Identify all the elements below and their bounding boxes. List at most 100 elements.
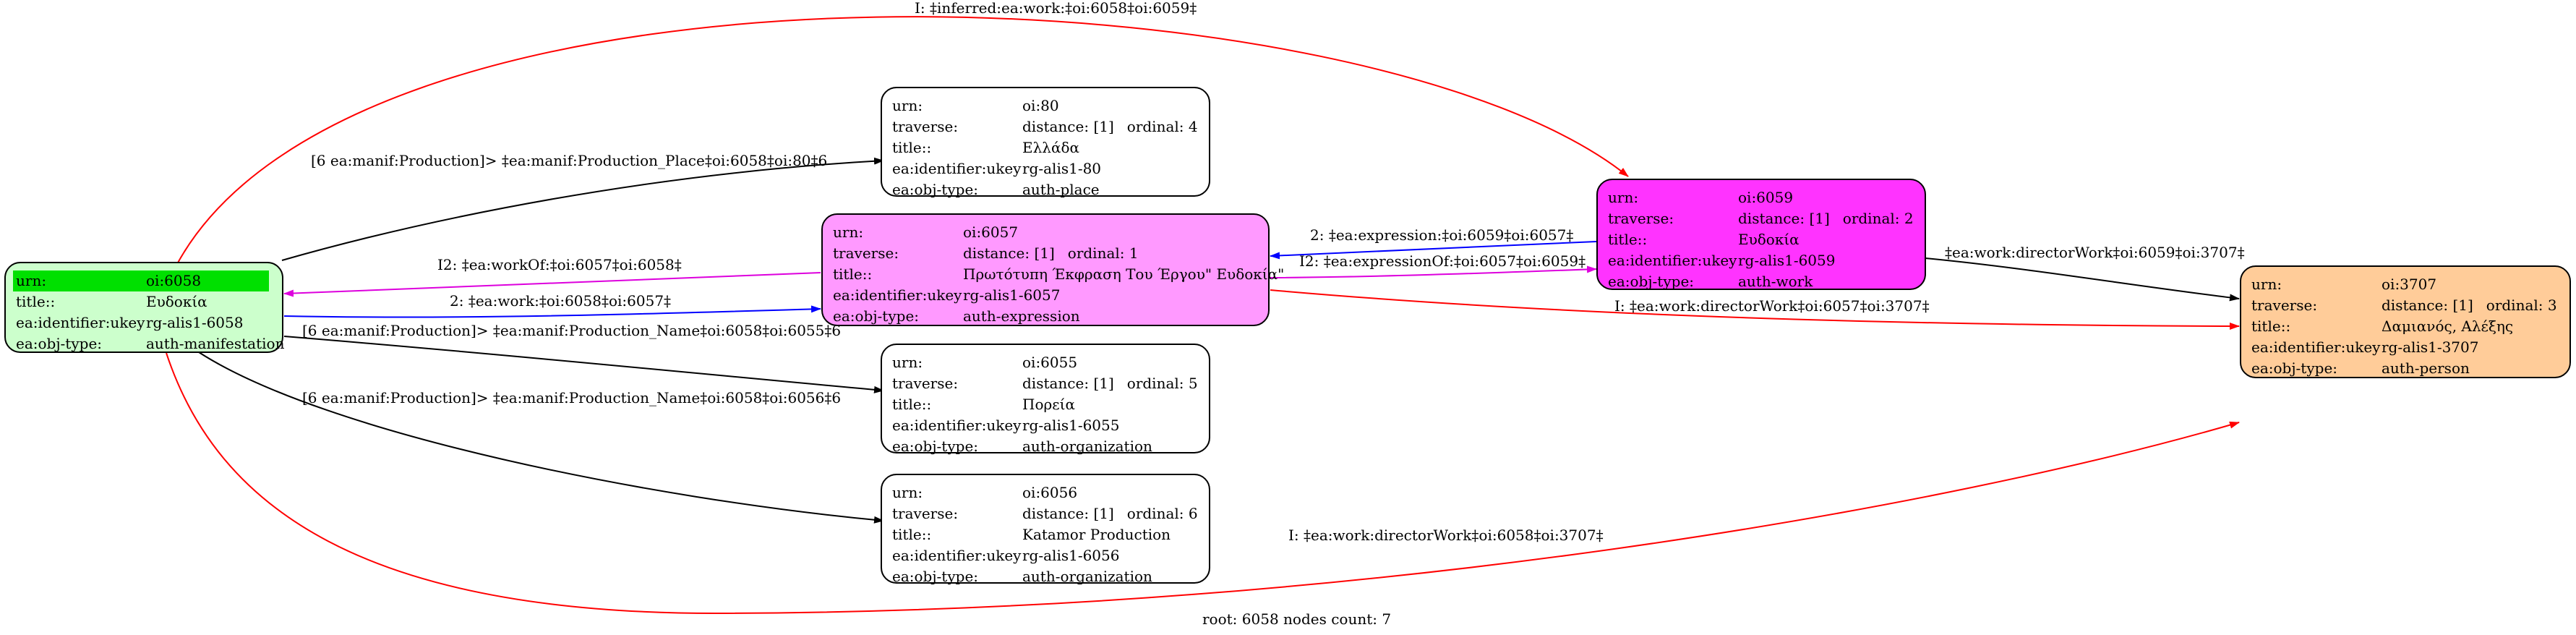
value-title: Ευδοκία <box>1738 231 1800 248</box>
node-80[interactable]: urn:oi:80 traverse:distance: [1]ordinal:… <box>881 87 1210 198</box>
key-urn: urn: <box>1608 189 1639 206</box>
edge-director-expr <box>1270 289 2240 330</box>
key-identifier: ea:identifier:ukey <box>892 417 1022 434</box>
key-obj-type: ea:obj-type: <box>892 438 979 455</box>
value-distance: distance: [1] <box>1022 505 1114 522</box>
edge-inferred-work <box>176 16 1629 265</box>
edge-label-name-6056: [6 ea:manif:Production]> ‡ea:manif:Produ… <box>302 389 841 406</box>
key-obj-type: ea:obj-type: <box>833 307 920 325</box>
key-traverse: traverse: <box>2251 297 2318 314</box>
value-title: Πρωτότυπη Έκφραση Του Έργου" Ευδοκία" <box>963 265 1285 283</box>
value-obj-type: auth-expression <box>963 307 1080 325</box>
key-identifier: ea:identifier:ukey <box>892 160 1022 177</box>
value-distance: distance: [1] <box>963 244 1055 262</box>
key-urn: urn: <box>2251 276 2282 293</box>
node-6058[interactable]: urn:oi:6058 title::Ευδοκία ea:identifier… <box>4 262 284 354</box>
key-title: title:: <box>892 396 932 413</box>
value-obj-type: auth-person <box>2382 359 2470 377</box>
value-identifier: rg-alis1-3707 <box>2382 338 2479 356</box>
value-urn: oi:6056 <box>1022 484 1078 501</box>
key-title: title:: <box>892 139 932 156</box>
edge-place <box>281 157 884 261</box>
value-urn: oi:3707 <box>2382 276 2437 293</box>
row-urn: urn:oi:6058 <box>13 270 284 291</box>
node-3707[interactable]: urn: oi:3707 traverse: distance: [1] ordina… <box>2240 265 2571 378</box>
node-6055[interactable]: urn:oi:6055 traverse:distance: [1]ordina… <box>881 344 1210 455</box>
value-obj-type: auth-organization <box>1022 438 1152 455</box>
value-ordinal: ordinal: 4 <box>1126 118 1198 135</box>
key-identifier: ea:identifier:ukey <box>833 286 962 304</box>
edge-work <box>283 305 821 318</box>
edge-expressionof <box>1270 265 1597 278</box>
key-traverse: traverse: <box>833 244 899 262</box>
value-ordinal: ordinal: 5 <box>1126 375 1198 392</box>
edge-workof <box>283 272 821 297</box>
graph-caption: root: 6058 nodes count: 7 <box>1202 610 1392 628</box>
value-obj-type: auth-work <box>1738 273 1813 290</box>
value-distance: distance: [1] <box>1738 210 1830 227</box>
key-urn: urn: <box>833 223 864 241</box>
key-title: title:: <box>16 293 56 310</box>
key-title: title:: <box>1608 231 1648 248</box>
edge-label-name-6055: [6 ea:manif:Production]> ‡ea:manif:Produ… <box>302 322 841 339</box>
row-obj-type: ea:obj-type:auth-manifestation <box>13 333 284 354</box>
edge-label-director-manif: I: ‡ea:work:directorWork‡oi:6058‡oi:3707… <box>1288 527 1604 544</box>
key-identifier: ea:identifier:ukey <box>16 314 145 331</box>
value-ordinal: ordinal: 3 <box>2486 297 2557 314</box>
key-urn: urn: <box>892 97 923 114</box>
edge-director-manif <box>166 352 2240 615</box>
edge-name-6056 <box>198 351 884 524</box>
key-urn: urn: <box>13 270 143 291</box>
edge-label-director-work: ‡ea:work:directorWork‡oi:6059‡oi:3707‡ <box>1945 244 2245 261</box>
edge-label-workof: I2: ‡ea:workOf:‡oi:6057‡oi:6058‡ <box>437 256 682 273</box>
value-distance: distance: [1] <box>1022 375 1114 392</box>
value-identifier: rg-alis1-6055 <box>1022 417 1120 434</box>
value-ordinal: ordinal: 6 <box>1126 505 1198 522</box>
key-identifier: ea:identifier:ukey <box>892 547 1022 564</box>
key-urn: urn: <box>892 354 923 371</box>
edge-label-inferred-work: I: ‡inferred:ea:work:‡oi:6058‡oi:6059‡ <box>915 0 1197 17</box>
edge-name-6055 <box>283 336 884 393</box>
value-ordinal: ordinal: 2 <box>1842 210 1914 227</box>
edge-label-place: [6 ea:manif:Production]> ‡ea:manif:Produ… <box>311 152 827 169</box>
value-urn: oi:6058 <box>143 270 269 291</box>
key-title: title:: <box>833 265 873 283</box>
key-urn: urn: <box>892 484 923 501</box>
value-urn: oi:6059 <box>1738 189 1794 206</box>
value-title: Δαμιανός, Αλέξης <box>2382 318 2514 335</box>
value-obj-type: auth-place <box>1022 181 1100 198</box>
key-traverse: traverse: <box>892 375 959 392</box>
value-distance: distance: [1] <box>2382 297 2473 314</box>
value-ordinal: ordinal: 1 <box>1067 244 1139 262</box>
edge-director-work <box>1925 257 2240 302</box>
value-identifier: rg-alis1-6057 <box>963 286 1061 304</box>
value-title: Ελλάδα <box>1022 139 1080 156</box>
key-obj-type: ea:obj-type: <box>892 568 979 585</box>
value-title: Πορεία <box>1022 396 1075 413</box>
edge-label-expressionof: I2: ‡ea:expressionOf:‡oi:6057‡oi:6059‡ <box>1299 252 1586 270</box>
key-obj-type: ea:obj-type: <box>1608 273 1695 290</box>
key-obj-type: ea:obj-type: <box>892 181 979 198</box>
key-identifier: ea:identifier:ukey <box>2251 338 2381 356</box>
node-6056[interactable]: urn: oi:6056 traverse: distance: [1] ordina… <box>881 474 1210 585</box>
value-title: Ευδοκία <box>146 293 207 310</box>
key-obj-type: ea:obj-type: <box>2251 359 2338 377</box>
row-title: title::Ευδοκία <box>13 291 284 312</box>
key-title: title:: <box>2251 318 2291 335</box>
node-6057[interactable]: urn:oi:6057 traverse:distance: [1]ordina… <box>821 213 1284 326</box>
key-traverse: traverse: <box>892 118 959 135</box>
node-6059[interactable]: urn: oi:6059 traverse: distance: [1] ordina… <box>1596 179 1926 290</box>
edge-label-director-expr: I: ‡ea:work:directorWork‡oi:6057‡oi:3707… <box>1614 297 1930 315</box>
value-distance: distance: [1] <box>1022 118 1114 135</box>
edge-expression <box>1270 241 1597 260</box>
value-identifier: rg-alis1-6059 <box>1738 252 1836 269</box>
value-obj-type: auth-organization <box>1022 568 1152 585</box>
value-identifier: rg-alis1-6056 <box>1022 547 1120 564</box>
key-traverse: traverse: <box>892 505 959 522</box>
edge-label-work: 2: ‡ea:work:‡oi:6058‡oi:6057‡ <box>450 292 671 310</box>
key-traverse: traverse: <box>1608 210 1674 227</box>
value-title: Katamor Production <box>1022 526 1171 543</box>
value-identifier: rg-alis1-80 <box>1022 160 1102 177</box>
